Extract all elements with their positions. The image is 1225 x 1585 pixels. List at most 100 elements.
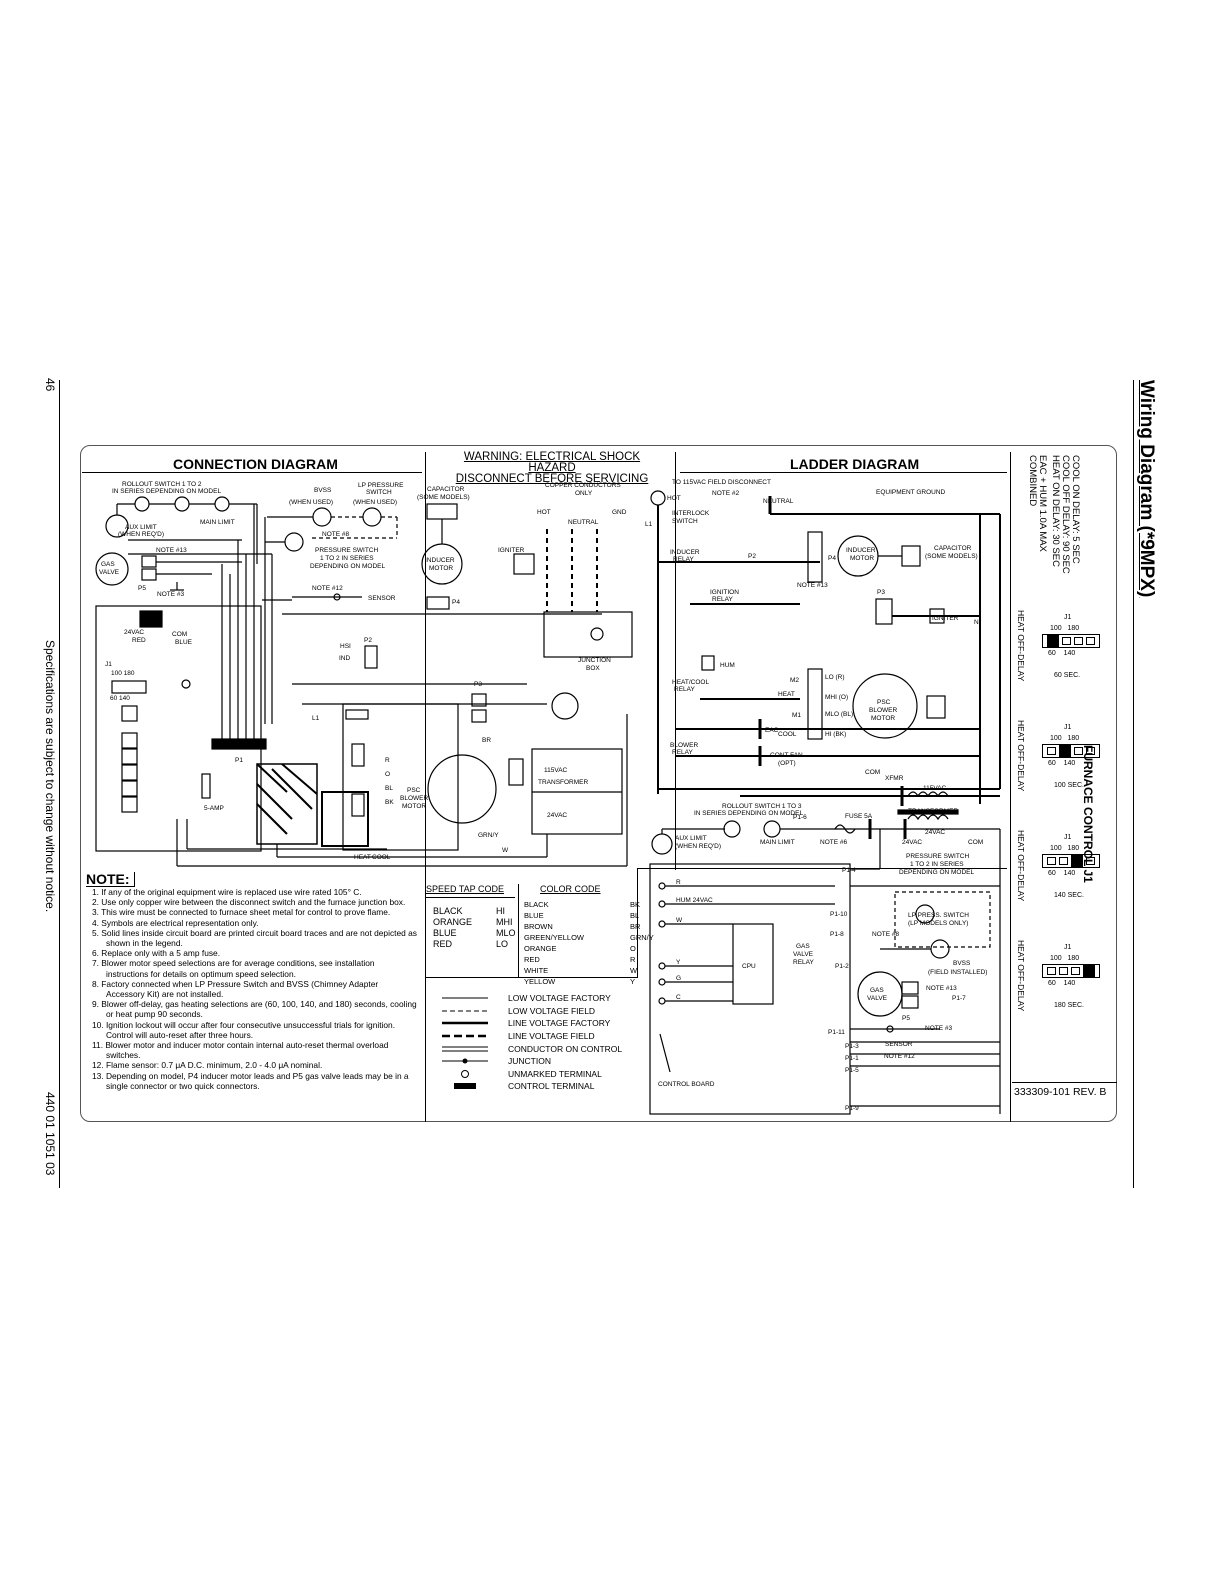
document-number: 440 01 1051 03 xyxy=(43,1092,57,1176)
svg-text:MOTOR: MOTOR xyxy=(871,715,895,722)
svg-text:TRANSFORMER: TRANSFORMER xyxy=(908,808,959,815)
svg-text:NOTE #13: NOTE #13 xyxy=(797,582,828,589)
svg-text:COM: COM xyxy=(865,769,880,776)
legend-item: CONTROL TERMINAL xyxy=(440,1080,622,1093)
svg-text:VALVE: VALVE xyxy=(99,569,120,576)
svg-text:5-AMP: 5-AMP xyxy=(204,805,224,812)
svg-text:ROLLOUT SWITCH 1 TO 3: ROLLOUT SWITCH 1 TO 3 xyxy=(722,803,802,810)
gas-valve-symbol xyxy=(95,552,129,586)
svg-text:P1-1: P1-1 xyxy=(845,1055,859,1062)
svg-text:RELAY: RELAY xyxy=(712,596,733,603)
svg-text:R: R xyxy=(676,879,681,886)
svg-text:PSC: PSC xyxy=(877,699,891,706)
svg-text:SWITCH: SWITCH xyxy=(672,518,698,525)
svg-text:SENSOR: SENSOR xyxy=(885,1041,913,1048)
note-item: 4. Symbols are electrical representation… xyxy=(92,917,259,928)
svg-text:XFMR: XFMR xyxy=(885,775,904,782)
diagram-frame xyxy=(80,445,1117,1122)
svg-text:Y: Y xyxy=(676,959,681,966)
svg-text:DEPENDING ON MODEL: DEPENDING ON MODEL xyxy=(899,869,975,876)
svg-text:P2: P2 xyxy=(364,637,372,644)
svg-text:1 TO 2 IN SERIES: 1 TO 2 IN SERIES xyxy=(320,555,374,562)
legend-item: LINE VOLTAGE FIELD xyxy=(440,1030,622,1043)
svg-text:BL: BL xyxy=(385,785,393,792)
note-item: 1. If any of the original equipment wire… xyxy=(92,887,362,897)
note-item: 11. Blower motor and inducer motor conta… xyxy=(92,1040,389,1061)
svg-text:(SOME MODELS): (SOME MODELS) xyxy=(417,494,470,501)
svg-text:R: R xyxy=(385,757,390,764)
svg-text:(OPT): (OPT) xyxy=(778,760,796,767)
svg-text:NEUTRAL: NEUTRAL xyxy=(568,519,599,526)
svg-text:BLOWER: BLOWER xyxy=(400,795,428,802)
svg-text:BLOWER: BLOWER xyxy=(670,742,698,749)
svg-text:BK: BK xyxy=(385,799,394,806)
svg-text:LO (R): LO (R) xyxy=(825,674,845,681)
svg-text:IN SERIES DEPENDING ON MODEL: IN SERIES DEPENDING ON MODEL xyxy=(694,810,803,817)
svg-text:W: W xyxy=(676,917,683,924)
speed-tap-heading: SPEED TAP CODE xyxy=(426,884,505,894)
svg-text:BVSS: BVSS xyxy=(953,960,971,967)
double-line-icon xyxy=(440,1043,490,1055)
eac-hum-rating: EAC + HUM 1.0A MAX COMBINED xyxy=(1027,455,1048,552)
svg-text:C: C xyxy=(676,994,681,1001)
dashed-line-icon xyxy=(440,1005,490,1017)
solid-line-icon xyxy=(440,992,490,1004)
svg-text:P1: P1 xyxy=(235,757,243,764)
svg-text:(SOME MODELS): (SOME MODELS) xyxy=(925,553,978,560)
junction-box xyxy=(543,611,633,658)
svg-text:LP PRESS. SWITCH: LP PRESS. SWITCH xyxy=(908,912,969,919)
svg-text:PRESSURE SWITCH: PRESSURE SWITCH xyxy=(315,547,379,554)
shock-hazard-warning: WARNING: ELECTRICAL SHOCK HAZARD DISCONN… xyxy=(455,451,649,485)
svg-text:O: O xyxy=(385,771,390,778)
svg-text:NOTE #3: NOTE #3 xyxy=(157,591,184,598)
svg-text:CPU: CPU xyxy=(742,963,756,970)
legend-item: LOW VOLTAGE FACTORY xyxy=(440,992,622,1005)
svg-text:115VAC: 115VAC xyxy=(923,785,947,792)
svg-text:JUNCTION: JUNCTION xyxy=(578,657,611,664)
color-code-heading: COLOR CODE xyxy=(540,884,601,894)
svg-text:115VAC: 115VAC xyxy=(544,767,568,774)
svg-text:NOTE #8: NOTE #8 xyxy=(322,531,349,538)
svg-text:EAC: EAC xyxy=(765,727,779,734)
svg-text:BLOWER: BLOWER xyxy=(869,707,897,714)
svg-text:W: W xyxy=(502,847,509,854)
svg-text:24VAC: 24VAC xyxy=(124,629,144,636)
svg-text:MAIN LIMIT: MAIN LIMIT xyxy=(760,839,795,846)
connection-diagram-heading: CONNECTION DIAGRAM xyxy=(173,456,338,472)
svg-text:100 180: 100 180 xyxy=(111,670,135,677)
svg-text:HEAT: HEAT xyxy=(354,854,371,861)
svg-text:HUM: HUM xyxy=(720,662,735,669)
legend-item: JUNCTION xyxy=(440,1055,622,1068)
note-item: 6. Replace only with a 5 amp fuse. xyxy=(92,948,221,959)
svg-text:CONTROL BOARD: CONTROL BOARD xyxy=(658,1081,715,1088)
revision-label: 333309-101 REV. B xyxy=(1014,1086,1107,1098)
dot-line-icon xyxy=(440,1055,490,1067)
svg-text:P3: P3 xyxy=(474,681,482,688)
svg-text:NOTE #13: NOTE #13 xyxy=(156,547,187,554)
svg-text:(WHEN REQ'D): (WHEN REQ'D) xyxy=(118,531,164,538)
svg-text:TO 115VAC FIELD DISCONNECT: TO 115VAC FIELD DISCONNECT xyxy=(672,479,771,486)
ladder-diagram-heading: LADDER DIAGRAM xyxy=(790,456,920,472)
svg-text:COM: COM xyxy=(968,839,983,846)
svg-text:BVSS: BVSS xyxy=(314,487,332,494)
thickdash-line-icon xyxy=(440,1030,490,1042)
svg-text:IND: IND xyxy=(339,655,351,662)
svg-text:HSI: HSI xyxy=(340,643,351,650)
svg-text:RED: RED xyxy=(132,637,146,644)
note-item: 13. Depending on model, P4 inducer motor… xyxy=(92,1070,409,1091)
svg-text:FUSE 5A: FUSE 5A xyxy=(845,813,873,820)
svg-text:P1-7: P1-7 xyxy=(952,995,966,1002)
svg-text:RELAY: RELAY xyxy=(674,686,695,693)
legend-item: LINE VOLTAGE FACTORY xyxy=(440,1017,622,1030)
svg-text:P4: P4 xyxy=(452,599,460,606)
svg-text:G: G xyxy=(676,975,681,982)
svg-text:HOT: HOT xyxy=(537,509,551,516)
svg-text:INDUCER: INDUCER xyxy=(670,549,700,556)
